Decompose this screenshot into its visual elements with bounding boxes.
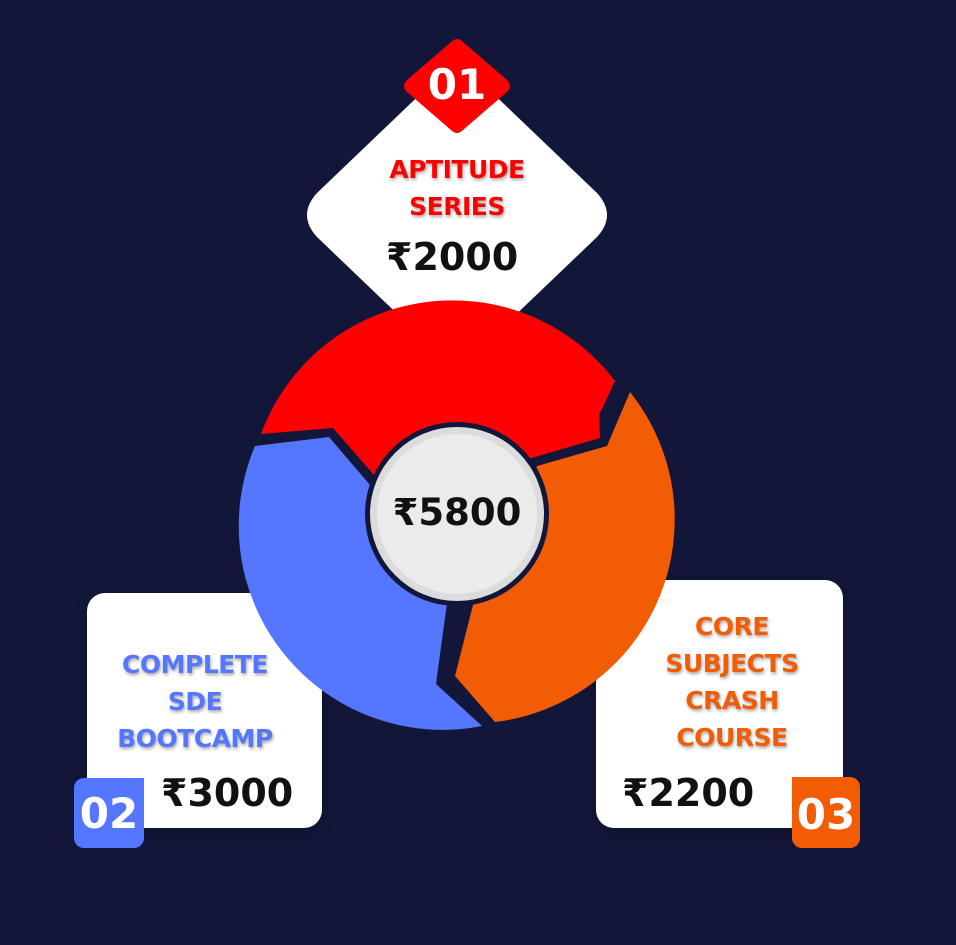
- badge-02-shape: [74, 778, 144, 848]
- center-disc-highlight: [377, 434, 537, 594]
- label-line: CORE: [695, 612, 769, 641]
- label-complete-sde-bootcamp: COMPLETE SDE BOOTCAMP: [100, 646, 290, 757]
- card-aptitude-series: [307, 72, 607, 358]
- label-line: SERIES: [409, 192, 505, 221]
- label-line: COURSE: [676, 723, 788, 752]
- badge-03-shape: [792, 777, 860, 848]
- arc-complete-sde-bootcamp: [238, 437, 482, 730]
- price-aptitude-series: ₹2000: [386, 235, 519, 279]
- badge-03: 03: [796, 790, 856, 839]
- label-line: APTITUDE: [389, 155, 525, 184]
- label-core-subjects-crash-course: CORE SUBJECTS CRASH COURSE: [632, 608, 832, 756]
- price-core-subjects-crash-course: ₹2200: [622, 771, 755, 815]
- badge-01-shape: [404, 39, 510, 133]
- badge-02: 02: [79, 789, 139, 838]
- label-line: CRASH: [685, 686, 779, 715]
- badge-01: 01: [427, 60, 487, 109]
- label-line: SDE: [167, 687, 223, 716]
- label-line: COMPLETE: [122, 650, 268, 679]
- arc-aptitude-series: [261, 300, 615, 475]
- label-line: BOOTCAMP: [117, 724, 273, 753]
- label-line: SUBJECTS: [665, 649, 799, 678]
- arc-core-subjects: [455, 392, 675, 722]
- label-aptitude-series: APTITUDE SERIES: [340, 151, 574, 225]
- price-complete-sde-bootcamp: ₹3000: [161, 771, 294, 815]
- total-price: ₹5800: [392, 491, 522, 534]
